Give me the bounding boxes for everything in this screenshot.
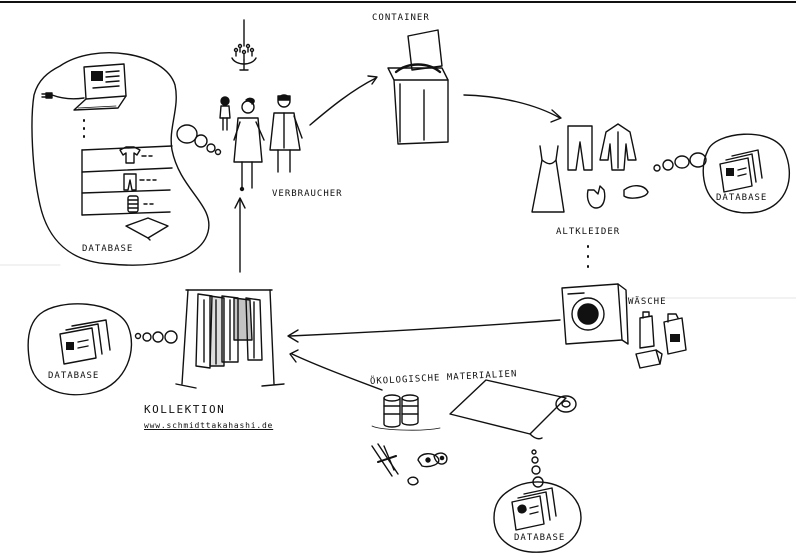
fabric-sheet-icon xyxy=(125,217,169,241)
consumer-figures xyxy=(219,94,303,192)
old-clothes-icons xyxy=(531,123,649,213)
clothes-rack-icon xyxy=(175,289,285,389)
thought-bubbles xyxy=(653,152,707,172)
altkleider-label: ALTKLEIDER xyxy=(556,227,621,237)
arrow-materials-to-kollektion xyxy=(289,349,383,391)
database-blob-top-left xyxy=(31,52,210,266)
container-label: CONTAINER xyxy=(372,13,430,23)
website-link[interactable]: www.schmidttakahashi.de xyxy=(144,421,274,430)
database-label-left: DATABASE xyxy=(48,371,100,381)
database-label-right: DATABASE xyxy=(716,193,768,203)
database-label-top-left: DATABASE xyxy=(82,244,134,254)
arrow-to-container xyxy=(309,75,378,126)
chandelier-icon xyxy=(231,19,257,71)
arrow-to-verbraucher xyxy=(234,197,246,273)
laptop-icon xyxy=(41,63,127,111)
database-circle-bottom xyxy=(493,481,582,553)
verbraucher-label: VERBRAUCHER xyxy=(272,189,343,199)
tshirt-icon xyxy=(119,146,153,164)
drawer-stack xyxy=(81,145,173,216)
thought-bubbles xyxy=(134,330,178,344)
waesche-label: WÄSCHE xyxy=(628,297,667,307)
database-circle-right xyxy=(702,133,791,214)
yarn-spool-icon xyxy=(127,195,154,213)
arrow-to-altkleider xyxy=(463,94,562,123)
thought-bubbles xyxy=(176,124,222,156)
container-icon xyxy=(387,29,449,145)
washing-machine-icon xyxy=(561,283,629,345)
trousers-icon xyxy=(123,173,157,191)
database-circle-left xyxy=(27,303,133,396)
kollektion-label: KOLLEKTION xyxy=(144,403,226,416)
detergent-icons xyxy=(635,311,687,369)
arrow-to-kollektion xyxy=(287,319,561,343)
eco-material-icons xyxy=(371,379,577,486)
database-label-bottom: DATABASE xyxy=(514,533,566,543)
